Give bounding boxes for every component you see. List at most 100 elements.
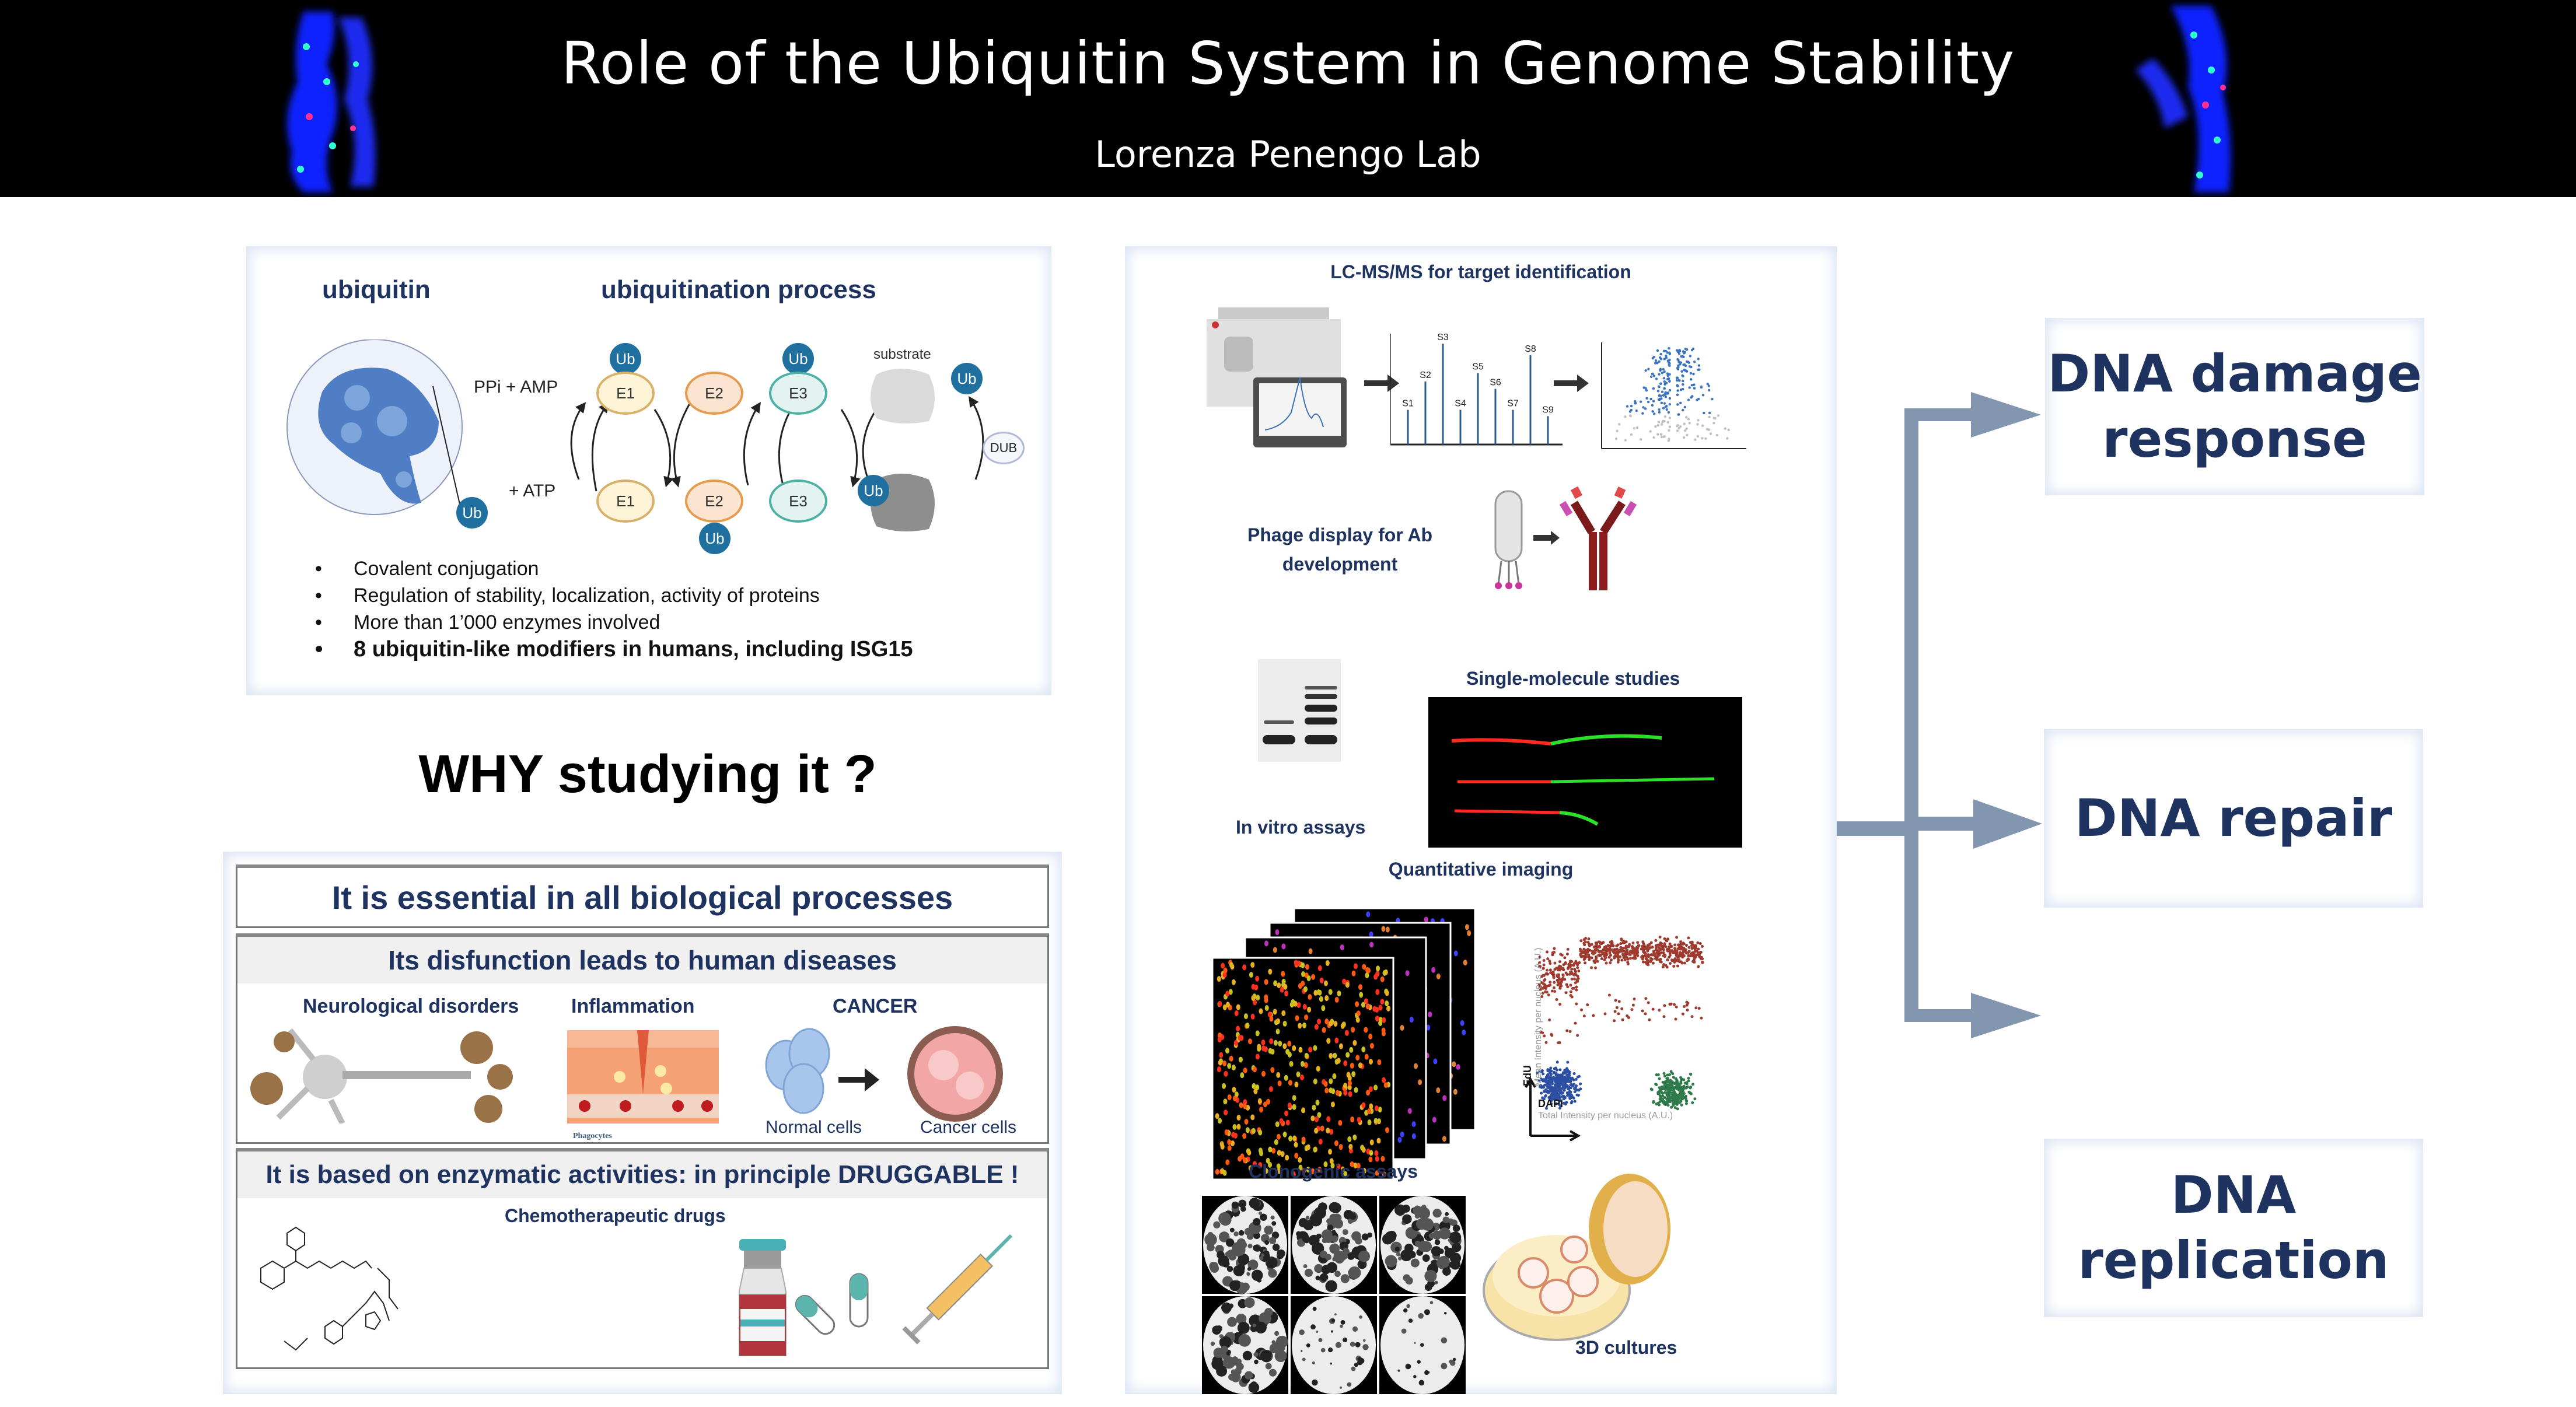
spectrum-peak-label: S6	[1490, 378, 1501, 388]
process-heading: ubiquitination process	[601, 275, 876, 304]
scatter-plot-icon	[1525, 935, 1704, 1142]
druggable-heading: It is based on enzymatic activities: in …	[237, 1152, 1047, 1198]
ubiquitin-structure-icon	[286, 340, 463, 515]
outcome-line1: DNA damage	[2047, 344, 2422, 404]
enzyme-e3-bottom: E3	[769, 480, 827, 523]
ub-substrate-icon: Ub	[858, 475, 889, 506]
ub-e3-icon: Ub	[782, 343, 814, 374]
essential-box: It is essential in all biological proces…	[236, 864, 1049, 928]
chromosome-image-left	[287, 12, 376, 192]
ub-e2-icon: Ub	[699, 523, 730, 554]
enzyme-e1-top: E1	[596, 372, 655, 415]
atp-label: + ATP	[509, 481, 556, 501]
scatter-axes-icon	[1525, 1076, 1581, 1142]
bullet-item: More than 1’000 enzymes involved	[315, 609, 913, 636]
inflammation-icon	[567, 1030, 719, 1124]
lcms-title: LC-MS/MS for target identification	[1330, 261, 1631, 282]
cancer-cells-label: Cancer cells	[920, 1118, 1017, 1137]
arrowhead-dna-damage	[1971, 392, 2041, 438]
ubiquitin-bullets: Covalent conjugation Regulation of stabi…	[315, 555, 913, 663]
spectrum-peak-label: S4	[1455, 399, 1466, 409]
enzyme-e2-bottom: E2	[685, 480, 743, 523]
substrate-label: substrate	[873, 346, 931, 362]
microscopy-stack-image	[1212, 908, 1476, 1181]
arrowhead-dna-replication	[1971, 993, 2041, 1038]
clonogenic-plate	[1379, 1296, 1466, 1394]
phagocytes-label: Phagocytes	[573, 1132, 612, 1140]
spectrum-peak-label: S7	[1507, 399, 1519, 409]
branching-arrow-diagram	[1837, 392, 2042, 1038]
spectrum-peak-label: S8	[1525, 344, 1536, 354]
arrowhead-dna-repair	[1973, 799, 2042, 849]
enzyme-e2-top: E2	[685, 372, 743, 415]
phage-antibody-icon	[1494, 486, 1637, 590]
western-blot-image	[1258, 659, 1341, 762]
spectrum-peak-label: S1	[1402, 399, 1414, 409]
substrate-protein-icon	[871, 369, 935, 531]
essential-text: It is essential in all biological proces…	[331, 878, 953, 916]
druggable-box: It is based on enzymatic activities: in …	[236, 1148, 1049, 1369]
cancer-cells-icon	[765, 1026, 1003, 1122]
clonogenic-plate	[1291, 1196, 1377, 1294]
clonogenic-plates-image	[1202, 1196, 1466, 1394]
normal-cells-label: Normal cells	[766, 1118, 862, 1137]
bullet-item: 8 ubiquitin-like modifiers in humans, in…	[315, 636, 913, 663]
spectrum-peak-label: S3	[1437, 332, 1449, 342]
scatter-x-bold: DAPI	[1538, 1098, 1564, 1110]
page-title: Role of the Ubiquitin System in Genome S…	[561, 29, 2015, 97]
phage-title-line2: development	[1282, 554, 1398, 575]
outcome-line1: DNA	[2170, 1165, 2297, 1225]
scatter-x-label: Total Intensity per nucleus (A.U.)	[1538, 1111, 1673, 1121]
drugs-icon	[739, 1234, 1013, 1356]
disease-inflammation: Inflammation	[571, 995, 695, 1017]
outcome-line1: DNA repair	[2074, 788, 2393, 848]
chemical-structures-icon	[260, 1226, 399, 1351]
ubiquitin-panel: ubiquitin ubiquitination process Ub PPi …	[246, 246, 1051, 695]
ppi-amp-label: PPi + AMP	[474, 377, 558, 397]
lab-name: Lorenza Penengo Lab	[1095, 133, 1481, 176]
spectrum-peak-label: S5	[1472, 362, 1484, 372]
in-vitro-label: In vitro assays	[1236, 817, 1366, 838]
enzyme-e3-top: E3	[769, 372, 827, 415]
chemo-label: Chemotherapeutic drugs	[505, 1205, 726, 1226]
single-molecule-label: Single-molecule studies	[1466, 668, 1680, 689]
clonogenic-label: Clonogenic assays	[1249, 1161, 1418, 1182]
ub-e1-icon: Ub	[610, 343, 641, 374]
scatter-y-label: Mean Intensity per nucleus (A.U.)	[1533, 947, 1543, 1086]
why-heading: WHY studying it ?	[418, 744, 877, 804]
3d-culture-icon	[1483, 1174, 1670, 1341]
disease-cancer: CANCER	[833, 995, 918, 1017]
ubiquitin-heading: ubiquitin	[322, 275, 431, 304]
spectrum-peak-label: S2	[1420, 370, 1431, 380]
scatter-y-bold: EdU	[1522, 1065, 1533, 1086]
disease-box: Its disfunction leads to human diseases …	[236, 933, 1049, 1144]
phage-title-line1: Phage display for Ab	[1247, 524, 1433, 545]
disease-heading: Its disfunction leads to human diseases	[237, 937, 1047, 984]
phage-title: Phage display for Ab development	[1247, 520, 1432, 579]
outcome-dna-repair: DNA repair	[2044, 729, 2423, 908]
bullet-item: Covalent conjugation	[315, 555, 913, 582]
chromosome-image-right	[2135, 6, 2231, 192]
enzyme-e1-bottom: E1	[596, 480, 655, 523]
outcome-line2: replication	[2078, 1230, 2389, 1290]
clonogenic-plate	[1202, 1196, 1288, 1294]
3d-cultures-label: 3D cultures	[1575, 1337, 1677, 1358]
why-panel: It is essential in all biological proces…	[223, 852, 1062, 1394]
dna-fiber-image	[1428, 697, 1742, 848]
bullet-item: Regulation of stability, localization, a…	[315, 582, 913, 609]
header-banner: Role of the Ubiquitin System in Genome S…	[0, 0, 2576, 197]
neuron-icon	[250, 1028, 513, 1124]
ub-icon: Ub	[456, 497, 488, 528]
mass-spectrometer-icon	[1207, 307, 1347, 447]
volcano-plot-icon	[1601, 342, 1746, 449]
outcome-line2: response	[2102, 409, 2367, 469]
arrow-right-icon	[1554, 374, 1589, 392]
clonogenic-plate	[1202, 1296, 1288, 1394]
spectrum-peak-label: S9	[1542, 405, 1554, 415]
clonogenic-plate	[1291, 1296, 1377, 1394]
ub-free-icon: Ub	[951, 363, 983, 394]
